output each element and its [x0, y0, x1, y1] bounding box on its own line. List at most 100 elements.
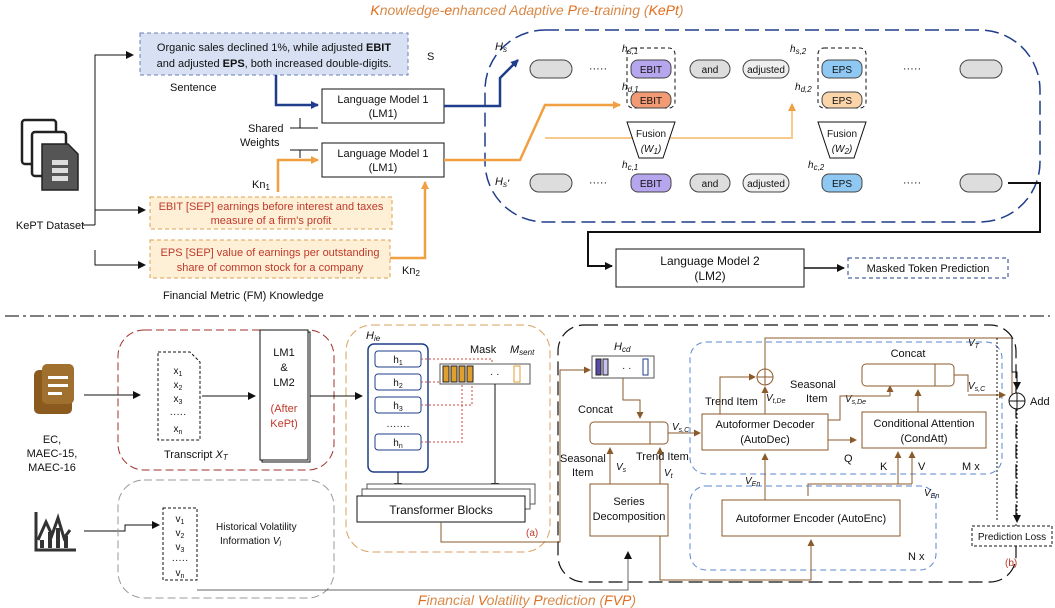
token-adjusted: [742, 59, 790, 79]
token-ebit-s-label: EBIT: [640, 65, 662, 76]
ebit-def-2: measure of a firm's profit: [211, 215, 332, 227]
prediction-region: [557, 324, 1017, 583]
hs1-label: hs,1: [622, 44, 638, 56]
hc1-label: hc,1: [622, 160, 638, 172]
shared-label-2: Weights: [240, 137, 280, 149]
seasonal1-l1: Seasonal: [560, 453, 606, 465]
x-item: ·····: [170, 409, 187, 420]
series-label-1: Series: [613, 496, 645, 508]
ven2-label: VEn: [924, 488, 939, 500]
h-item: h1: [393, 355, 403, 367]
hcd-label: Hcd: [614, 341, 631, 354]
dataset-label: KePT Dataset: [16, 220, 84, 232]
sentence-box: [139, 32, 409, 76]
lm1-top-label: Language Model 1: [337, 94, 428, 106]
autodec-label-2: (AutoDec): [740, 434, 790, 446]
x-item: x2: [174, 380, 183, 392]
h-item: hn: [393, 438, 403, 450]
token-eps-d: [821, 91, 863, 109]
fusion2: [817, 121, 867, 159]
h-item: h3: [393, 401, 403, 413]
ebit-knowledge-box: [149, 196, 393, 230]
prediction-loss-label: Prediction Loss: [978, 532, 1046, 543]
token-gray: [529, 173, 573, 193]
condatt-label-2: (CondAtt): [900, 433, 947, 445]
v-item: v1: [176, 514, 185, 526]
fusion2-label: Fusion: [827, 129, 857, 140]
lm-after-l2: &: [280, 362, 288, 374]
prediction-loss-box: [971, 525, 1053, 547]
concat2-label: Concat: [891, 348, 926, 360]
after-kept-l1: (After: [271, 403, 298, 415]
fusion1-w: (W1): [641, 144, 662, 156]
fm-knowledge-label: Financial Metric (FM) Knowledge: [163, 290, 324, 302]
hist-label-2: Information Vl: [220, 536, 281, 548]
token-ebit-s: [630, 59, 672, 79]
lm1-top-box: [321, 88, 445, 124]
vt-top-label: VT: [968, 338, 980, 350]
lm2-box: [615, 248, 805, 288]
autoenc-region: [689, 485, 937, 571]
concat1-box: [589, 421, 669, 445]
vs-label: Vs: [616, 462, 627, 474]
eps-def-2: share of common stock for a company: [177, 262, 364, 274]
hc2-label: hc,2: [808, 160, 825, 172]
lm1-top-sub: (LM1): [369, 108, 398, 120]
series-decomposition-box: [589, 483, 669, 537]
sentence-line2: and adjusted EPS, both increased double-…: [157, 58, 392, 70]
token-and-label: and: [702, 65, 719, 76]
v-item: ·····: [172, 555, 189, 566]
add-label: Add: [1030, 396, 1050, 408]
x-item: xn: [174, 424, 183, 436]
k-label: K: [880, 461, 888, 473]
masked-box: [847, 257, 1009, 279]
sentence-line1: Organic sales declined 1%, while adjuste…: [157, 42, 391, 54]
lm1-bottom-sub: (LM1): [369, 162, 398, 174]
seasonal2-l2: Item: [806, 393, 827, 405]
condatt-label-1: Conditional Attention: [874, 418, 975, 430]
decoder-region: [689, 341, 1003, 475]
vtde-label: Vt,De: [766, 393, 786, 405]
v-label: V: [918, 461, 926, 473]
token-ebit-d-label: EBIT: [640, 96, 662, 107]
kept-title: Knowledge-enhanced Adaptive Pre-training…: [370, 2, 683, 18]
eps-knowledge-box: [149, 239, 391, 279]
autoenc-box: [721, 499, 901, 537]
kn1-label: Kn1: [252, 179, 270, 192]
lm1-bottom-box: [321, 142, 445, 178]
dots: ·····: [589, 177, 607, 189]
hs2-label: hs,2: [790, 44, 807, 56]
autoenc-label: Autoformer Encoder (AutoEnc): [736, 513, 886, 525]
token-and-label: and: [702, 179, 719, 190]
nx-label: N x: [908, 551, 925, 563]
lm-after-l1: LM1: [273, 347, 294, 359]
fusion2-w: (W2): [832, 144, 853, 156]
lm-after-l3: LM2: [273, 377, 294, 389]
ven1-label: VEn: [745, 476, 760, 488]
h-item: h2: [393, 378, 403, 390]
ebit-def-1: EBIT [SEP] earnings before interest and …: [159, 201, 384, 213]
concat2-box: [861, 363, 955, 387]
autodec-label-1: Autoformer Decoder: [715, 419, 814, 431]
token-gray: [959, 59, 1003, 79]
hs-prime-label: Hs': [495, 176, 510, 190]
encoder-region: [345, 324, 551, 553]
fusion1: [626, 121, 676, 159]
seasonal2-l1: Seasonal: [790, 379, 836, 391]
token-eps-c-label: EPS: [832, 179, 852, 190]
h-item: ·······: [386, 421, 409, 432]
fvp-title: Financial Volatility Prediction (FVP): [418, 592, 636, 608]
q-label: Q: [844, 453, 853, 465]
token-and: [689, 59, 731, 79]
label-a: (a): [526, 528, 538, 539]
hcd-dots: · ·: [622, 363, 631, 374]
transformer-blocks: [356, 495, 526, 523]
hd1-label: hd,1: [622, 82, 639, 94]
x-item: x1: [174, 366, 183, 378]
volatility-chart-icon: [34, 512, 76, 552]
dots: ·····: [903, 177, 921, 189]
dots: ·····: [903, 63, 921, 75]
s-label: S: [427, 51, 434, 63]
token-eps-c: [821, 173, 863, 193]
